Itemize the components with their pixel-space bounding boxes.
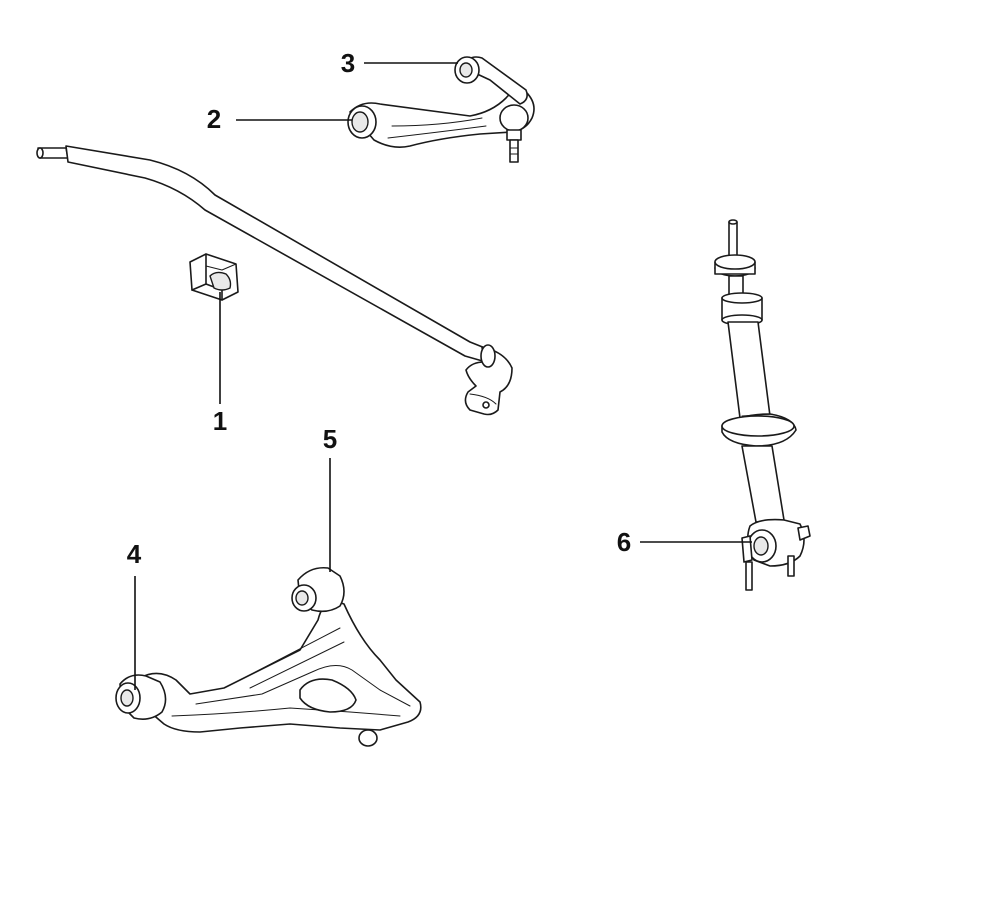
callout-label-1: 1 bbox=[213, 406, 227, 436]
callout-label-4: 4 bbox=[127, 539, 142, 569]
callout-label-5: 5 bbox=[323, 424, 337, 454]
lower-control-arm bbox=[115, 566, 422, 747]
callout-label-6: 6 bbox=[617, 527, 631, 557]
callout-label-3: 3 bbox=[341, 48, 355, 78]
callout-leaders bbox=[134, 62, 752, 690]
shock-absorber bbox=[714, 219, 811, 591]
upper-control-arm bbox=[347, 56, 535, 163]
stabilizer-bar bbox=[36, 145, 513, 416]
callout-label-2: 2 bbox=[207, 104, 221, 134]
callout-labels: 1 2 3 4 5 6 bbox=[127, 48, 631, 569]
stabilizer-bushing-part bbox=[189, 253, 239, 301]
